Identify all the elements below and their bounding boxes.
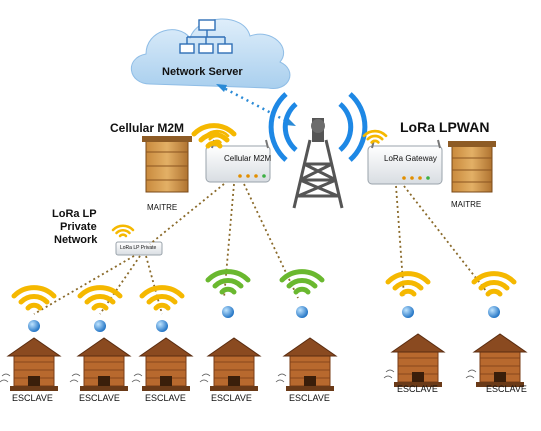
lora-lp-title-line2: Private	[60, 221, 97, 233]
esclave-label-3: ESCLAVE	[145, 393, 186, 403]
cloud-shape	[130, 18, 291, 89]
maitre-hive-cellular	[142, 136, 192, 193]
lora-gateway-icon	[367, 139, 443, 185]
antenna-tower-icon	[268, 92, 368, 209]
lora-gateway-label: LoRa Gateway	[384, 154, 437, 163]
esclave-node-1	[0, 288, 61, 392]
lora-private-box-icon	[115, 241, 163, 256]
network-server-icon	[179, 19, 233, 54]
esclave-label-1: ESCLAVE	[12, 393, 53, 403]
wifi-orange-icon	[362, 129, 388, 144]
maitre-label-lora: MAITRE	[451, 200, 482, 209]
maitre-hive-lora	[448, 141, 496, 193]
esclave-label-7: ESCLAVE	[486, 384, 527, 394]
wifi-orange-icon	[111, 224, 135, 238]
esclave-node-6	[383, 274, 445, 388]
esclave-label-5: ESCLAVE	[289, 393, 330, 403]
network-server-label: Network Server	[162, 66, 243, 78]
lora-lp-title-line1: LoRa LP	[52, 208, 97, 220]
cellular-router-label: Cellular M2M	[224, 154, 272, 163]
cellular-m2m-title: Cellular M2M	[110, 121, 185, 135]
maitre-label-cellular: MAITRE	[147, 203, 178, 212]
cloud-tower-link	[219, 84, 293, 126]
cellular-router-icon	[205, 139, 271, 183]
lora-lp-title-line3: Network	[54, 234, 98, 246]
esclave-node-3	[131, 288, 193, 392]
esclave-label-2: ESCLAVE	[79, 393, 120, 403]
esclave-label-4: ESCLAVE	[211, 393, 252, 403]
lora-lpwan-title: LoRa LPWAN	[400, 119, 490, 135]
esclave-node-4	[199, 272, 261, 392]
esclave-node-7	[465, 274, 527, 388]
esclave-node-2	[69, 288, 131, 392]
esclave-label-6: ESCLAVE	[397, 384, 438, 394]
esclave-node-5	[275, 272, 337, 392]
lora-private-box-label: LoRa LP Private	[120, 245, 157, 251]
